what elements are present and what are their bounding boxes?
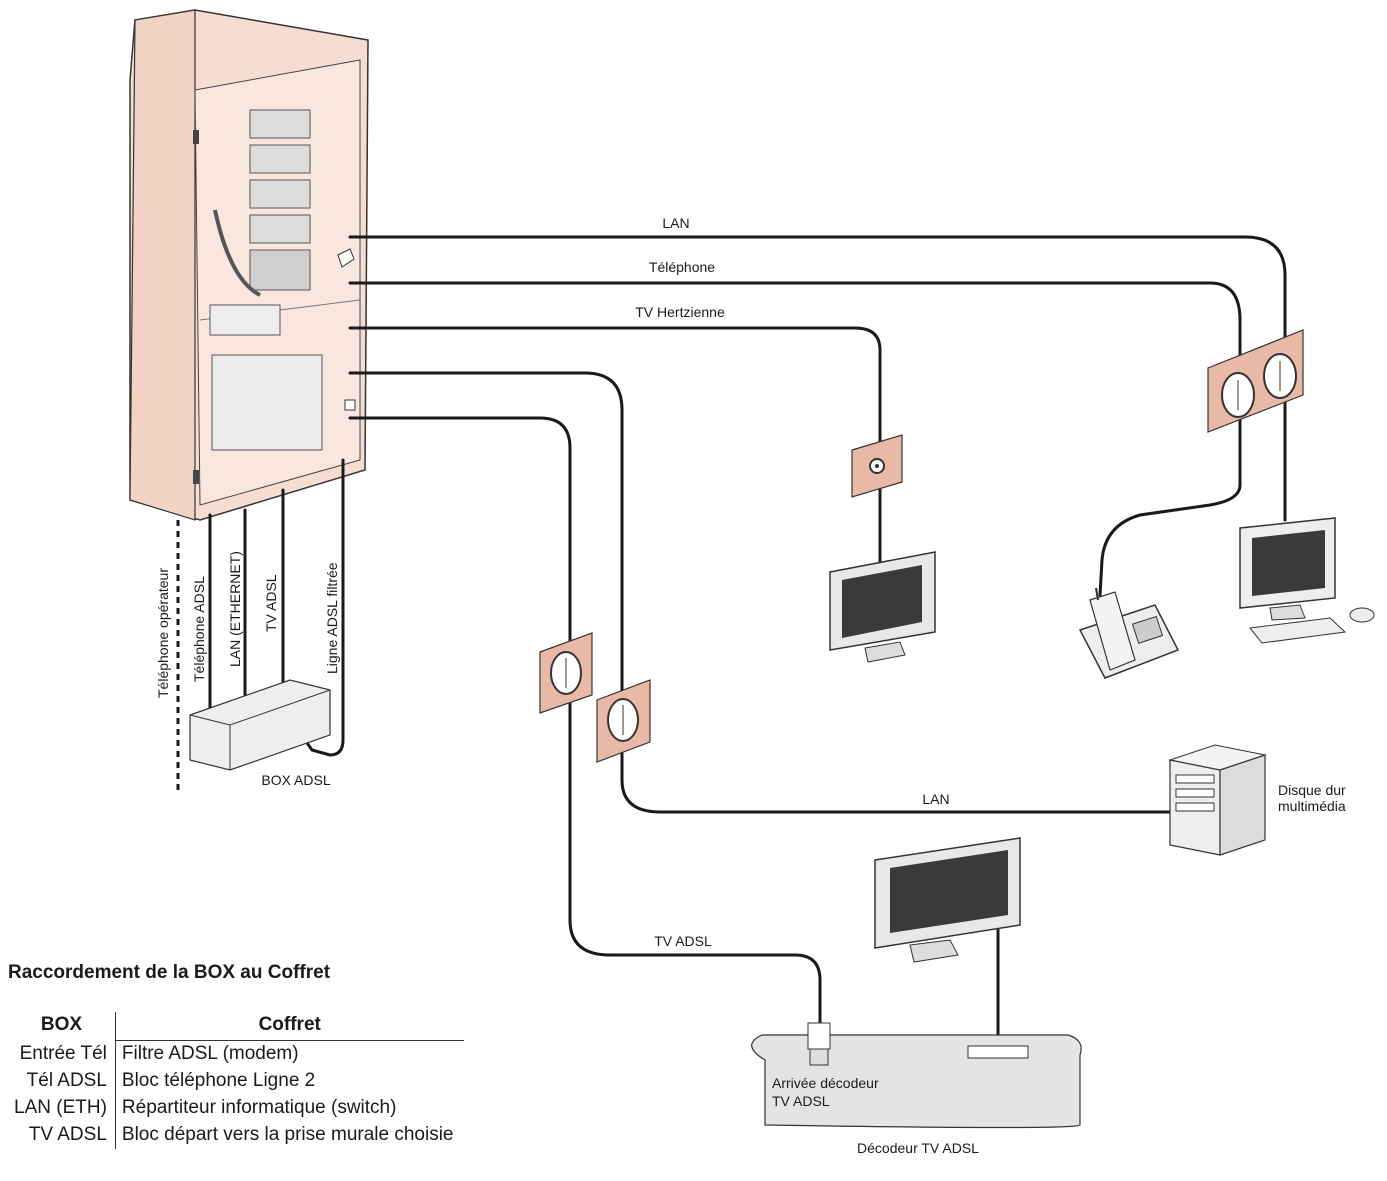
- vlabel-telephone-adsl: Téléphone ADSL: [191, 576, 207, 682]
- cell-coffret: Filtre ADSL (modem): [121, 1043, 299, 1064]
- cable-lan-top: [348, 235, 1287, 522]
- vlabel-ligne-adsl-filtree: Ligne ADSL filtrée: [324, 562, 340, 674]
- cell-box: Entrée Tél: [8, 1040, 116, 1068]
- computer-icon: [1239, 517, 1375, 644]
- label-arrivee-1: Arrivée décodeur: [772, 1075, 879, 1091]
- label-lan-top: LAN: [662, 215, 689, 231]
- cable-telephone: [348, 281, 1242, 597]
- tv-monitor-icon: [829, 551, 936, 663]
- cable-tv-hertzienne: [348, 326, 882, 567]
- label-arrivee-2: TV ADSL: [772, 1093, 830, 1109]
- socket-tv-adsl: [539, 632, 593, 714]
- box-adsl: [189, 679, 331, 771]
- table-row: TV ADSL Bloc départ vers la prise murale…: [8, 1122, 464, 1149]
- label-box-adsl: BOX ADSL: [261, 772, 330, 788]
- label-lan-bottom: LAN: [922, 791, 949, 807]
- cell-coffret: Répartiteur informatique (switch): [121, 1097, 397, 1118]
- table-header-row: BOX Coffret: [8, 1012, 464, 1041]
- label-decodeur: Décodeur TV ADSL: [857, 1140, 979, 1156]
- cell-coffret: Bloc départ vers la prise murale choisie: [121, 1124, 454, 1145]
- label-tv-hertzienne: TV Hertzienne: [635, 304, 725, 320]
- table-row: Entrée Tél Filtre ADSL (modem): [8, 1040, 464, 1068]
- header-coffret: Coffret: [115, 1012, 464, 1041]
- cell-box: Tél ADSL: [8, 1068, 116, 1095]
- label-disque-dur-1: Disque dur: [1278, 782, 1346, 798]
- label-telephone: Téléphone: [649, 259, 715, 275]
- cables: [208, 235, 1287, 1050]
- vlabel-lan-ethernet: LAN (ETHERNET): [227, 551, 243, 667]
- cable-lan-bottom: [348, 371, 1177, 814]
- vlabel-telephone-operateur: Téléphone opérateur: [155, 568, 171, 698]
- socket-tv-hertzienne: [851, 434, 903, 498]
- table-row: LAN (ETH) Répartiteur informatique (swit…: [8, 1095, 464, 1122]
- header-box: BOX: [8, 1012, 116, 1041]
- label-tv-adsl: TV ADSL: [654, 933, 712, 949]
- cell-box: LAN (ETH): [8, 1095, 116, 1122]
- vlabel-tv-adsl: TV ADSL: [263, 574, 279, 632]
- table-row: Tél ADSL Bloc téléphone Ligne 2: [8, 1068, 464, 1095]
- connection-table: BOX Coffret Entrée Tél Filtre ADSL (mode…: [8, 1012, 464, 1149]
- tv-adsl-monitor-icon: [874, 837, 1021, 963]
- cable-tv-adsl: [348, 416, 822, 1027]
- cell-box: TV ADSL: [8, 1122, 116, 1149]
- label-disque-dur-2: multimédia: [1278, 798, 1346, 814]
- decodeur-box: [751, 1022, 1082, 1129]
- cable-ligne-filtree: [303, 458, 345, 757]
- socket-double-right: [1207, 329, 1304, 433]
- coffret-cabinet: [129, 9, 369, 521]
- cell-coffret: Bloc téléphone Ligne 2: [121, 1070, 316, 1091]
- socket-lan-bottom: [596, 679, 651, 763]
- table-title: Raccordement de la BOX au Coffret: [8, 962, 331, 983]
- telephone-icon: [1078, 587, 1180, 679]
- media-server-icon: [1168, 744, 1267, 856]
